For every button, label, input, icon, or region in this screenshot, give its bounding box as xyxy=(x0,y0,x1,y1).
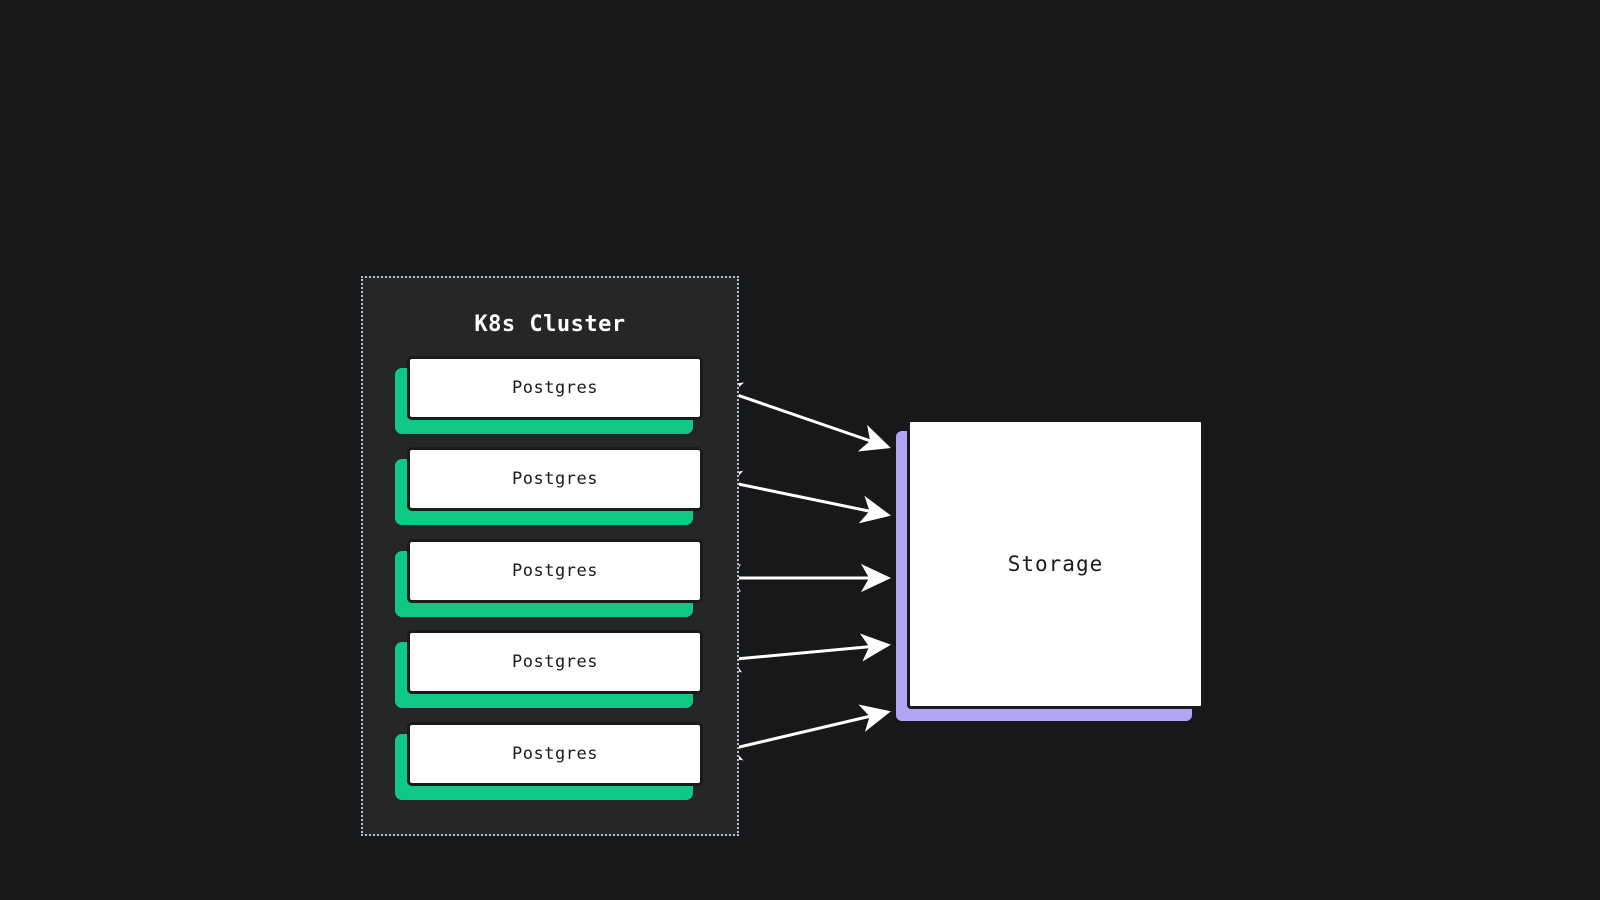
postgres-node-label: Postgres xyxy=(512,561,598,581)
postgres-node-label: Postgres xyxy=(512,652,598,672)
postgres-2-to-storage xyxy=(711,470,891,524)
postgres-5-to-storage xyxy=(711,704,891,761)
postgres-node-face: Postgres xyxy=(407,356,703,420)
postgres-node-label: Postgres xyxy=(512,744,598,764)
postgres-node-label: Postgres xyxy=(512,469,598,489)
postgres-node-5[interactable]: Postgres xyxy=(395,722,703,800)
postgres-node-3[interactable]: Postgres xyxy=(395,539,703,617)
postgres-node-face: Postgres xyxy=(407,539,703,603)
postgres-1-to-storage xyxy=(711,382,891,452)
postgres-node-face: Postgres xyxy=(407,447,703,511)
postgres-node-4[interactable]: Postgres xyxy=(395,630,703,708)
postgres-node-label: Postgres xyxy=(512,378,598,398)
postgres-node-1[interactable]: Postgres xyxy=(395,356,703,434)
postgres-4-to-storage xyxy=(711,633,891,673)
cluster-title: K8s Cluster xyxy=(474,312,626,337)
storage-face: Storage xyxy=(907,419,1204,709)
postgres-node-face: Postgres xyxy=(407,722,703,786)
postgres-node-face: Postgres xyxy=(407,630,703,694)
postgres-node-2[interactable]: Postgres xyxy=(395,447,703,525)
storage-node[interactable]: Storage xyxy=(896,419,1204,721)
storage-label: Storage xyxy=(1007,552,1104,576)
